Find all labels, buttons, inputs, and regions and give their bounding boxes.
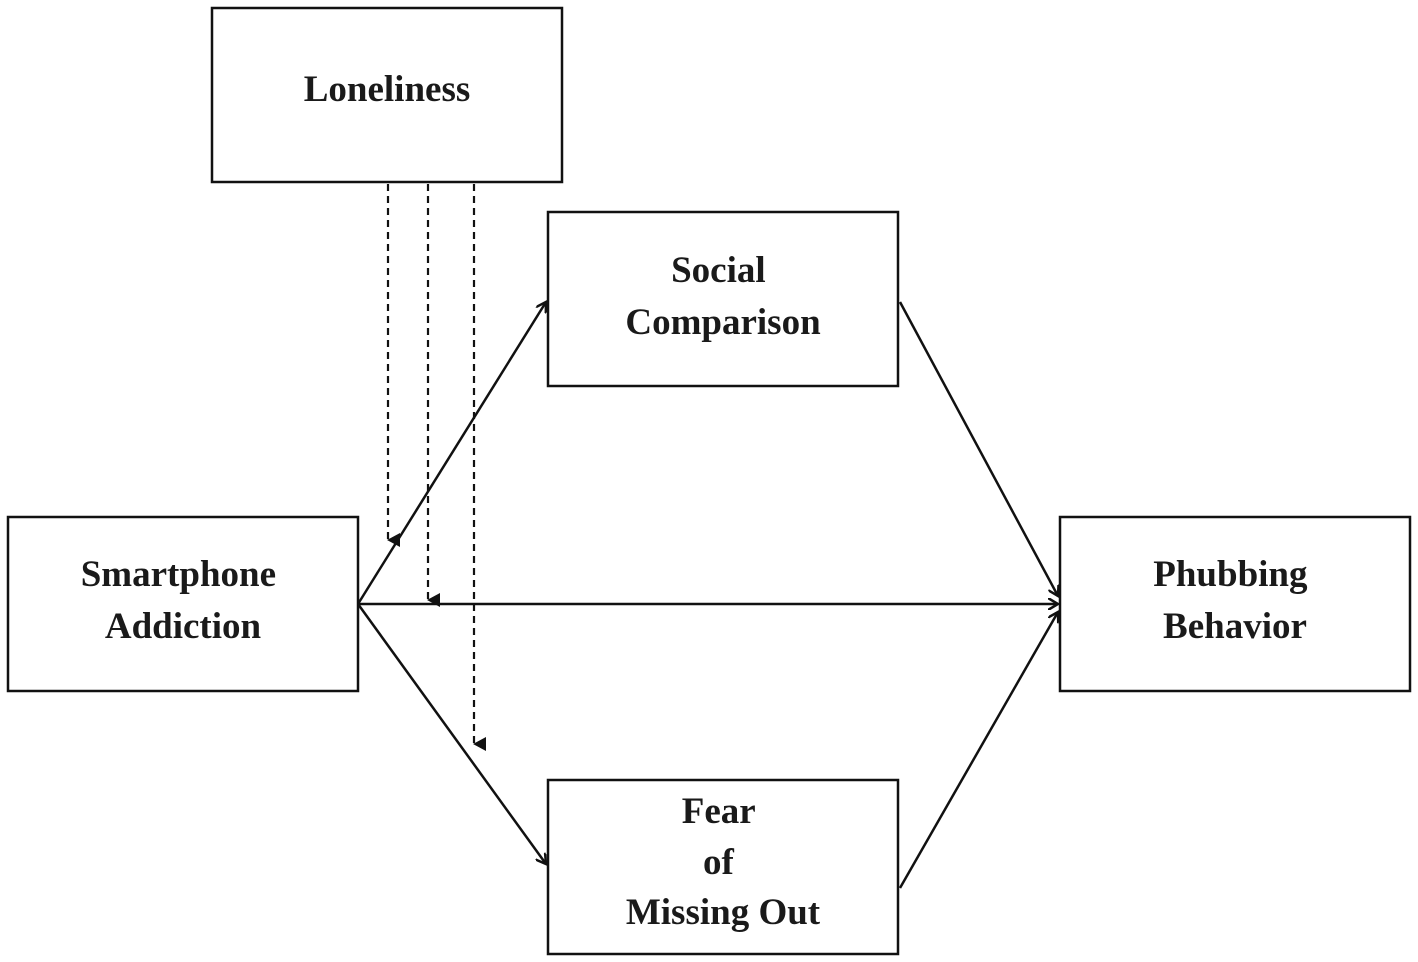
path-social-comparison-to-phubbing bbox=[898, 301, 1058, 596]
path-addiction-to-social-comparison bbox=[356, 302, 546, 605]
loneliness-label: Loneliness bbox=[304, 69, 471, 110]
social-comparison-label-line-2: Comparison bbox=[625, 302, 821, 343]
fear-of-missing-out-label: Fear of Missing Out bbox=[626, 791, 821, 933]
phubbing-behavior-label: Phubbing Behavior bbox=[1153, 554, 1317, 647]
social-comparison-box bbox=[546, 210, 900, 388]
loneliness-label-line: Loneliness bbox=[304, 69, 471, 110]
smartphone-addiction-label-line-2: Addiction bbox=[105, 606, 262, 647]
social-comparison-label: Social Comparison bbox=[625, 250, 821, 343]
smartphone-addiction-box bbox=[6, 515, 360, 693]
smartphone-addiction-label: Smartphone Addiction bbox=[81, 554, 286, 647]
smartphone-addiction-label-line-1: Smartphone bbox=[81, 554, 276, 595]
phubbing-behavior-label-line-1: Phubbing bbox=[1153, 554, 1308, 595]
path-fomo-to-phubbing bbox=[898, 612, 1058, 889]
social-comparison-label-line-1: Social bbox=[671, 250, 766, 291]
path-addiction-to-fomo bbox=[356, 603, 546, 864]
fomo-label-line-3: Missing Out bbox=[626, 892, 821, 933]
fomo-label-line-2: of bbox=[703, 842, 735, 883]
fomo-label-line-1: Fear bbox=[682, 791, 756, 832]
loneliness-box bbox=[210, 6, 564, 184]
phubbing-behavior-label-line-2: Behavior bbox=[1163, 606, 1307, 647]
fear-of-missing-out-box bbox=[546, 778, 900, 956]
phubbing-behavior-box bbox=[1058, 515, 1412, 693]
